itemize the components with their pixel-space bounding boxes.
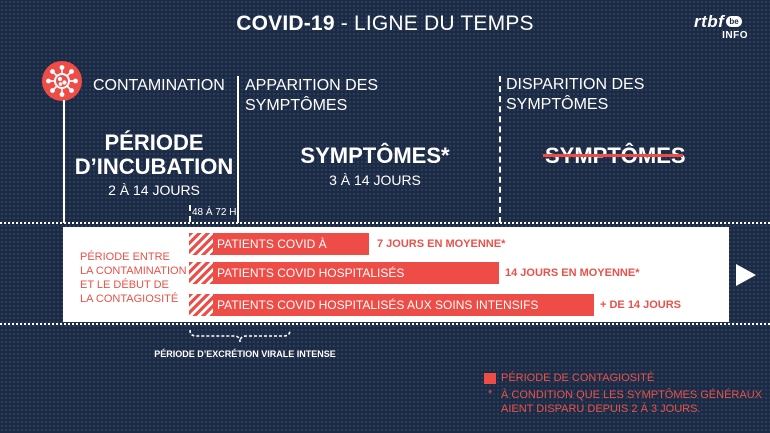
bar-home-duration: 7 JOURS EN MOYENNE* xyxy=(377,238,506,250)
bar-icu-patients: PATIENTS COVID HOSPITALISÉS AUX SOINS IN… xyxy=(189,294,594,316)
bar-hatch xyxy=(189,233,213,255)
legend-footnote: À CONDITION QUE LES SYMPTÔMES GÉNÉRAUX A… xyxy=(501,389,762,415)
contamination-label: CONTAMINATION xyxy=(93,77,225,94)
bar-hospital-patients: PATIENTS COVID HOSPITALISÉS xyxy=(189,262,499,284)
bar-home-patients: PATIENTS COVID À DOMICILE xyxy=(189,233,369,273)
bar-hospital-duration: 14 JOURS EN MOYENNE* xyxy=(505,267,640,279)
symptoms-block: SYMPTÔMES* 3 À 14 JOURS xyxy=(300,143,450,189)
excretion-bracket xyxy=(189,329,291,343)
legend-swatch xyxy=(484,373,496,384)
timeline-bottom-line xyxy=(0,323,770,325)
bar-hatch xyxy=(189,294,213,316)
virus-icon xyxy=(42,61,82,101)
symptom-end-line xyxy=(499,76,501,223)
window-label: 48 À 72 H xyxy=(192,207,237,218)
legend-contagion: PÉRIODE DE CONTAGIOSITÉ xyxy=(501,372,655,384)
play-arrow-icon xyxy=(736,264,756,286)
incubation-block: PÉRIODE D’INCUBATION 2 À 14 JOURS xyxy=(74,130,234,199)
contamination-line xyxy=(63,100,65,223)
bar-icu-duration: + DE 14 JOURS xyxy=(600,299,682,311)
strikethrough-line xyxy=(543,154,683,157)
legend-asterisk: * xyxy=(488,388,493,400)
timeline-top-line xyxy=(0,222,770,224)
window-start-line xyxy=(189,205,191,222)
bar-hatch xyxy=(189,262,213,284)
page-title: COVID-19 - LIGNE DU TEMPS xyxy=(236,12,534,35)
contagion-start-label: PÉRIODE ENTRE LA CONTAMINATION ET LE DÉB… xyxy=(80,251,187,305)
symptom-onset-line xyxy=(237,76,239,223)
excretion-label: PÉRIODE D’EXCRÉTION VIRALE INTENSE xyxy=(154,349,336,359)
